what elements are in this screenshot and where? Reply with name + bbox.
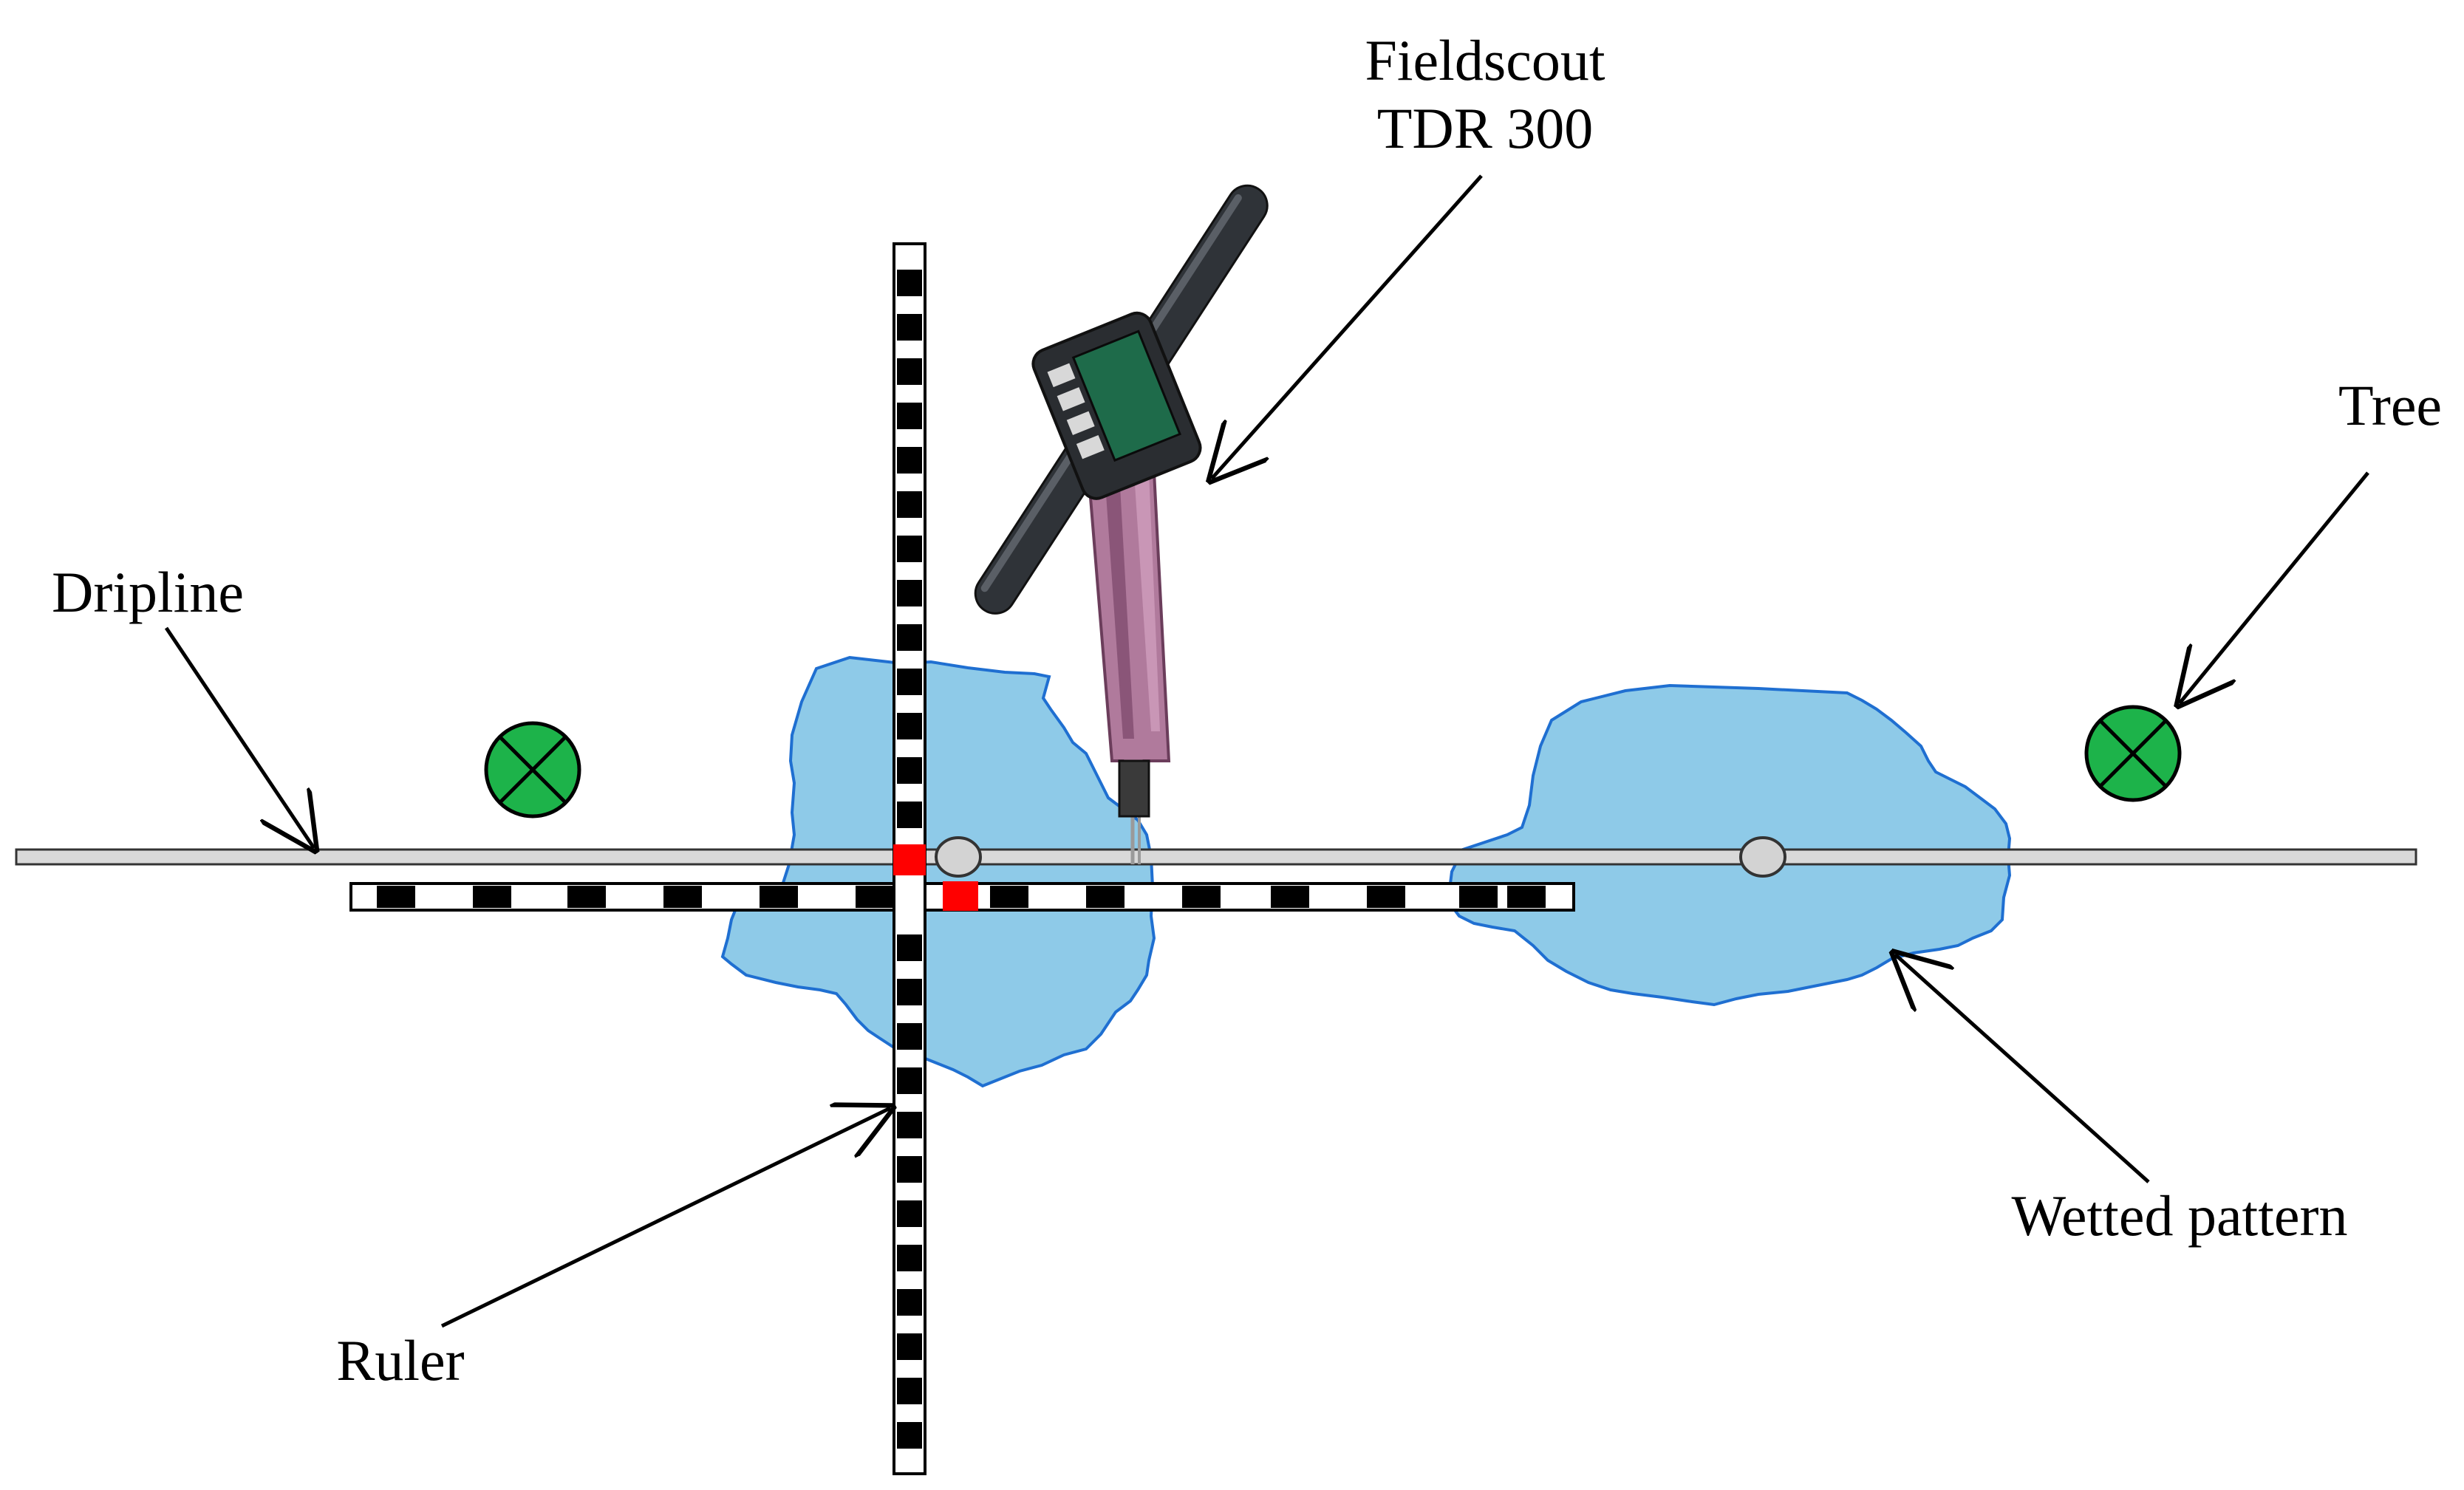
ruler-segment bbox=[1507, 886, 1546, 908]
ruler-segment bbox=[760, 886, 798, 908]
ruler-segment bbox=[897, 1422, 922, 1449]
ruler-segment bbox=[1182, 886, 1221, 908]
ruler-segment bbox=[1086, 886, 1125, 908]
tree-circle-x-icon bbox=[2084, 705, 2182, 802]
ruler-segment bbox=[897, 1200, 922, 1227]
tdr-probe-icon bbox=[974, 184, 1269, 864]
ruler-segment bbox=[897, 1023, 922, 1050]
ruler-segment bbox=[897, 1156, 922, 1183]
dripline-pipe bbox=[15, 848, 2417, 866]
ruler-segment bbox=[897, 403, 922, 429]
emitter-ellipse-icon bbox=[1739, 836, 1786, 878]
measurement-marker bbox=[893, 844, 926, 875]
ruler-segment bbox=[897, 669, 922, 695]
ruler-segment bbox=[897, 979, 922, 1005]
ruler-segment bbox=[856, 886, 894, 908]
ruler-segment bbox=[897, 757, 922, 784]
arrow-wetted bbox=[1895, 954, 2150, 1183]
ruler-segment bbox=[1271, 886, 1309, 908]
ruler-segment bbox=[897, 270, 922, 296]
tree-circle-x-icon bbox=[484, 721, 581, 819]
arrow-device bbox=[1212, 174, 1483, 479]
ruler-segment bbox=[897, 358, 922, 385]
label-dripline: Dripline bbox=[52, 560, 244, 624]
measurement-marker bbox=[943, 881, 978, 911]
ruler-segment bbox=[897, 1067, 922, 1094]
ruler-segment bbox=[897, 1333, 922, 1360]
ruler-segment bbox=[377, 886, 415, 908]
ruler-segment bbox=[897, 1112, 922, 1138]
ruler-segment bbox=[897, 314, 922, 341]
ruler-segment bbox=[897, 491, 922, 518]
ruler-segment bbox=[663, 886, 702, 908]
ruler-segment bbox=[567, 886, 606, 908]
arrow-tree bbox=[2180, 471, 2369, 703]
ruler-segment bbox=[1367, 886, 1405, 908]
label-wetted-pattern: Wetted pattern bbox=[2011, 1183, 2347, 1248]
ruler-segment bbox=[897, 447, 922, 474]
ruler-segment bbox=[897, 802, 922, 828]
ruler-segment bbox=[990, 886, 1028, 908]
ruler-segment bbox=[897, 934, 922, 961]
ruler-segment bbox=[897, 713, 922, 739]
ruler-segment bbox=[897, 624, 922, 651]
wetted-pattern-right bbox=[1446, 683, 2012, 1007]
wetted-pattern-left bbox=[720, 655, 1156, 1088]
ruler-segment bbox=[1459, 886, 1498, 908]
ruler-segment bbox=[897, 580, 922, 606]
label-ruler: Ruler bbox=[336, 1328, 464, 1392]
arrow-ruler bbox=[440, 1108, 890, 1328]
ruler-segment bbox=[897, 1245, 922, 1271]
ruler-segment bbox=[897, 536, 922, 562]
label-device-line2: TDR 300 bbox=[1377, 96, 1594, 160]
arrow-dripline bbox=[164, 626, 314, 848]
label-tree: Tree bbox=[2338, 373, 2442, 437]
ruler-segment bbox=[897, 1378, 922, 1404]
label-device-line1: Fieldscout bbox=[1365, 28, 1605, 92]
ruler-segment bbox=[897, 1289, 922, 1316]
ruler-segment bbox=[473, 886, 511, 908]
emitter-ellipse-icon bbox=[935, 836, 982, 878]
